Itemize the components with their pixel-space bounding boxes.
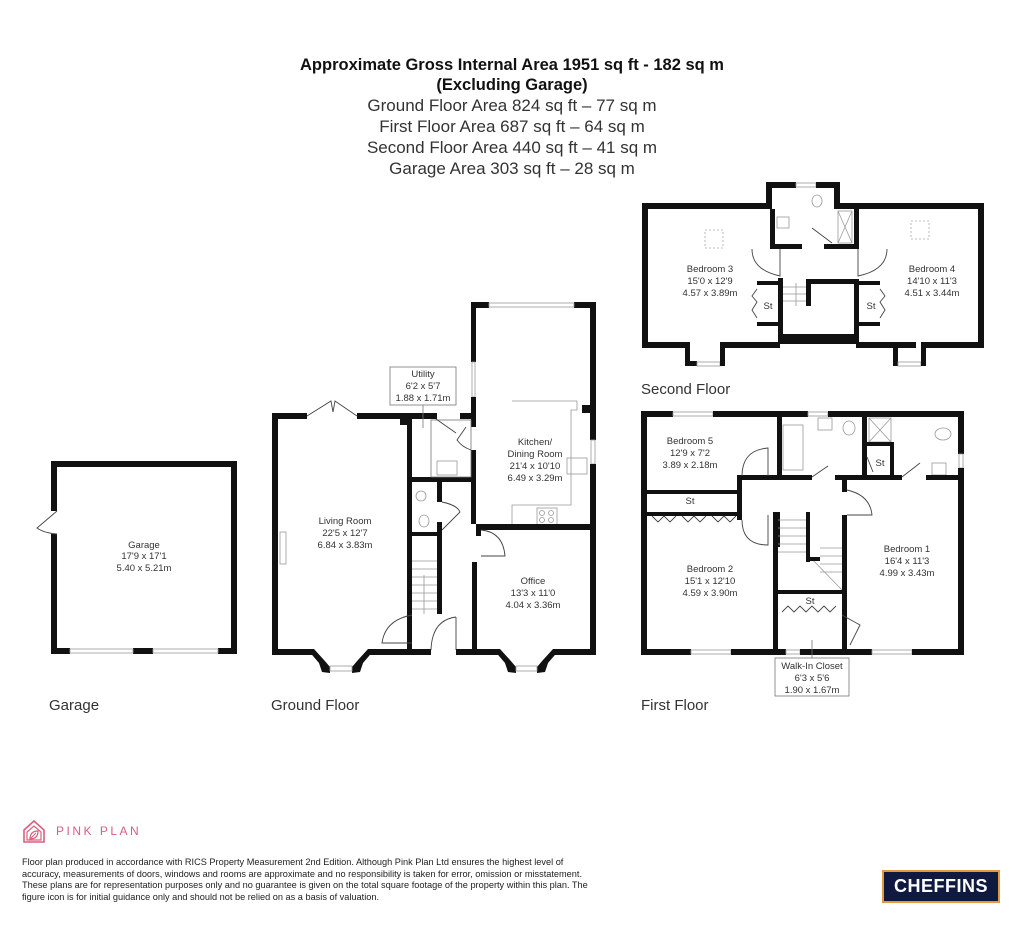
bedroom3-metric: 4.57 x 3.89m — [683, 288, 738, 299]
garage-area: Garage Area 303 sq ft – 28 sq m — [389, 159, 635, 178]
first-floor-label: First Floor — [641, 697, 709, 714]
bedroom2-name: Bedroom 2 — [687, 564, 733, 575]
bedroom5-metric: 3.89 x 2.18m — [663, 460, 718, 471]
disclaimer-text: Floor plan produced in accordance with R… — [22, 857, 588, 902]
office-room-metric: 4.04 x 3.36m — [506, 600, 561, 611]
living-room-imperial: 22'5 x 12'7 — [322, 528, 367, 539]
bedroom5-imperial: 12'9 x 7'2 — [670, 448, 710, 459]
bedroom4-name: Bedroom 4 — [909, 264, 955, 275]
ground-floor-label: Ground Floor — [271, 697, 360, 714]
garage-room-imperial: 17'9 x 17'1 — [121, 551, 166, 562]
bedroom1-imperial: 16'4 x 11'3 — [885, 556, 930, 567]
kitchen-room-imperial: 21'4 x 10'10 — [510, 461, 561, 472]
garage-room-metric: 5.40 x 5.21m — [117, 563, 172, 574]
second-floor-storage-left: St — [764, 301, 773, 312]
first-floor-storage-top: St — [686, 496, 695, 507]
walk-in-closet-metric: 1.90 x 1.67m — [785, 685, 840, 696]
second-floor-area: Second Floor Area 440 sq ft – 41 sq m — [366, 138, 658, 157]
bedroom3-name: Bedroom 3 — [687, 264, 733, 275]
first-floor-area: First Floor Area 687 sq ft – 64 sq m — [379, 117, 645, 136]
living-room-name: Living Room — [319, 516, 372, 527]
house-leaf-icon — [23, 819, 45, 843]
bedroom2-imperial: 15'1 x 12'10 — [685, 576, 736, 587]
kitchen-room-metric: 6.49 x 3.29m — [508, 473, 563, 484]
kitchen-room-name: Kitchen/ — [518, 437, 553, 448]
excluding-garage-note: (Excluding Garage) — [436, 76, 588, 94]
pink-plan-logo: PINK PLAN — [22, 818, 141, 844]
gross-area-title: Approximate Gross Internal Area 1951 sq … — [300, 56, 724, 74]
bedroom3-imperial: 15'0 x 12'9 — [687, 276, 732, 287]
utility-room-name: Utility — [411, 369, 434, 380]
garage-floor-label: Garage — [49, 697, 100, 714]
bedroom2-metric: 4.59 x 3.90m — [683, 588, 738, 599]
kitchen-room-name-line2: Dining Room — [508, 449, 563, 460]
bedroom1-name: Bedroom 1 — [884, 544, 930, 555]
garage-plan: Garage 17'9 x 17'1 5.40 x 5.21m — [36, 461, 237, 654]
first-floor-storage-ensuite: St — [876, 458, 885, 469]
bedroom1-metric: 4.99 x 3.43m — [880, 568, 935, 579]
bedroom4-metric: 4.51 x 3.44m — [905, 288, 960, 299]
office-room-imperial: 13'3 x 11'0 — [511, 588, 556, 599]
area-summary-header: Approximate Gross Internal Area 1951 sq … — [0, 55, 1024, 179]
walk-in-closet-imperial: 6'3 x 5'6 — [795, 673, 830, 684]
first-floor-plan: St St — [641, 411, 964, 697]
living-room-metric: 6.84 x 3.83m — [318, 540, 373, 551]
ground-floor-area: Ground Floor Area 824 sq ft – 77 sq m — [367, 96, 657, 115]
second-floor-label: Second Floor — [641, 381, 731, 398]
utility-room-imperial: 6'2 x 5'7 — [406, 381, 441, 392]
pink-plan-logo-text: PINK PLAN — [56, 824, 142, 838]
cheffins-logo-text: CHEFFINS — [884, 872, 998, 901]
second-floor-plan: St St Bedroom 3 15'0 x 12'9 4.57 x 3.89m… — [642, 182, 984, 367]
garage-room-name: Garage — [128, 540, 160, 551]
cheffins-logo: CHEFFINS — [882, 870, 1000, 903]
office-room-name: Office — [521, 576, 546, 587]
second-floor-storage-right: St — [867, 301, 876, 312]
bedroom5-name: Bedroom 5 — [667, 436, 713, 447]
first-floor-storage-closet: St — [806, 596, 815, 607]
walk-in-closet-name: Walk-In Closet — [781, 661, 843, 672]
bedroom4-imperial: 14'10 x 11'3 — [907, 276, 957, 287]
ground-floor-plan: Utility 6'2 x 5'7 1.88 x 1.71m Living Ro… — [272, 302, 596, 673]
utility-room-metric: 1.88 x 1.71m — [396, 393, 451, 404]
